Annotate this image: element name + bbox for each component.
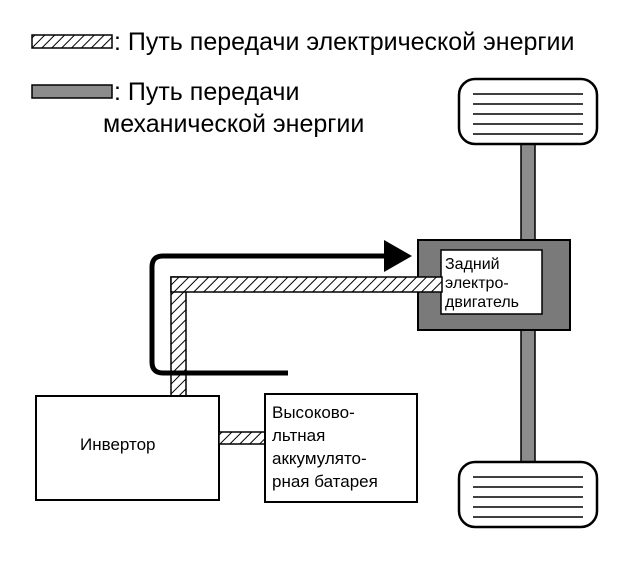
inverter-label: Инвертор: [80, 435, 156, 454]
hv-battery-label-line2: льтная: [272, 426, 325, 445]
legend-mechanical: : Путь передачи механической энергии: [31, 78, 364, 138]
electric-path-inverter-to-motor: [170, 276, 443, 398]
inverter: Инвертор: [35, 395, 220, 501]
rear-motor-label-line1: Задний: [445, 256, 500, 273]
hv-battery-label-line1: Высоково-: [272, 403, 355, 422]
rear-motor-label-line2: электро-: [445, 275, 509, 292]
wheel-top: [457, 77, 599, 146]
inverter-box: [35, 395, 220, 501]
hv-battery-label-line4: рная батарея: [272, 472, 378, 491]
hv-battery: Высоково- льтная аккумулято- рная батаре…: [264, 393, 418, 503]
legend-electric: : Путь передачи электрической энергии: [31, 28, 574, 56]
rear-motor-label-box: [440, 249, 543, 315]
legend-mechanical-label-line1: : Путь передачи: [114, 78, 299, 106]
hv-battery-label-line3: аккумулято-: [272, 449, 367, 468]
rear-motor-label-line3: двигатель: [445, 294, 519, 311]
hv-battery-box: [264, 393, 418, 503]
wheel-bottom: [457, 460, 599, 529]
mechanical-flow-arrow: [149, 240, 412, 376]
arrow-head: [384, 240, 412, 272]
legend-mechanical-label-line2: механической энергии: [103, 110, 364, 138]
legend-electric-label: : Путь передачи электрической энергии: [114, 28, 574, 56]
rear-motor: Задний электро- двигатель: [417, 239, 571, 331]
electric-path-inverter-to-battery: [218, 431, 267, 445]
legend-electric-swatch: [31, 34, 113, 49]
legend-mechanical-swatch: [31, 84, 113, 99]
